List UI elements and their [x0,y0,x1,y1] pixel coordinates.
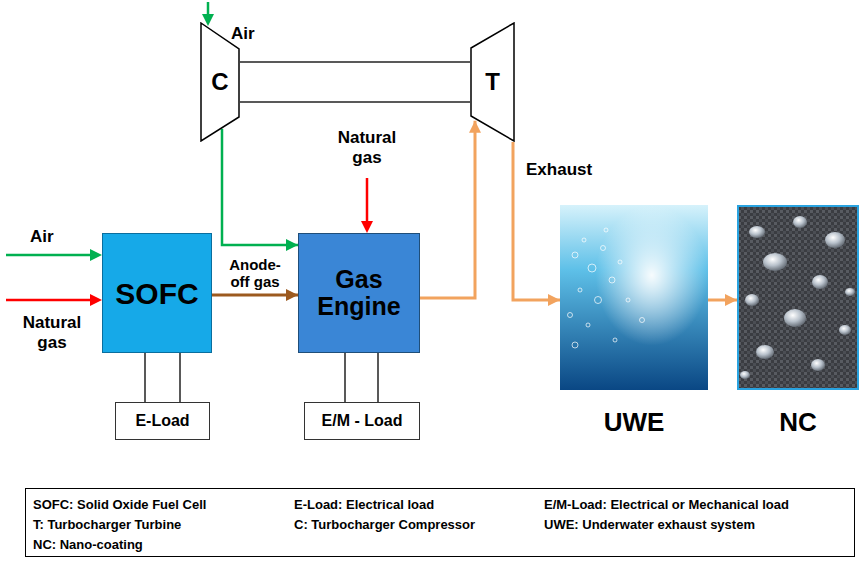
component-letter: T [485,69,500,95]
connector [145,353,180,402]
connector-line [377,353,379,402]
connector [708,294,737,306]
connector [212,289,298,301]
abbreviation-entry: NC: Nano-coating [33,538,143,552]
abbreviation-entry: E-Load: Electrical load [294,498,434,512]
flow-label: Air [231,24,255,44]
connector-line [222,129,298,245]
box-title: E/M - Load [322,412,403,430]
image-caption: NC [737,408,859,437]
arrow-head [548,294,560,306]
abbreviation-entry: SOFC: Solid Oxide Fuel Cell [33,498,206,512]
abbreviation-entry: T: Turbocharger Turbine [33,518,181,532]
image-caption: UWE [560,408,708,437]
connector-line [179,353,181,402]
coating-illustration [737,205,859,390]
component-letter: C [211,69,228,95]
connector [240,62,470,102]
arrow-head [286,289,298,301]
connector-line [240,61,470,63]
water-illustration [560,205,708,390]
flow-label: Natural gas [327,128,407,167]
flow-label: Natural gas [12,313,92,352]
box-title: SOFC [115,277,198,310]
abbreviation-entry: E/M-Load: Electrical or Mechanical load [544,498,789,512]
arrow-head [469,121,481,133]
connector-line [144,353,146,402]
abbreviation-entry: C: Turbocharger Compressor [294,518,475,532]
connector-line [708,299,737,302]
connector-line [344,353,346,402]
water-image-node: UWE [560,205,708,390]
flow-label: Exhaust [526,160,592,180]
fuel-cell-box: SOFC [102,233,212,353]
coating-image-node: NC [737,205,859,390]
abbreviation-box: SOFC: Solid Oxide Fuel Cell E-Load: Elect… [25,488,855,557]
box-title: Gas Engine [312,266,407,321]
flow-label: Air [30,227,54,247]
arrow-head [725,294,737,306]
connector-line [420,121,475,298]
gas-inlet-arrow [361,178,373,233]
gas-inlet-arrow [6,294,102,306]
connector [345,353,378,402]
load-box: E/M - Load [304,402,420,440]
abbreviation-entry: UWE: Underwater exhaust system [544,518,755,532]
turbine: T [470,22,515,142]
connector [420,121,481,298]
flow-label: Anode- off gas [223,256,287,291]
connector-line [212,294,298,297]
air-inlet-arrow [202,2,214,26]
box-title: E-Load [135,412,189,430]
connector [222,129,298,251]
air-inlet-arrow [6,249,102,261]
load-box: E-Load [115,402,210,440]
arrow-head [286,239,298,251]
connector-line [240,101,470,103]
engine-box: Gas Engine [298,233,420,353]
